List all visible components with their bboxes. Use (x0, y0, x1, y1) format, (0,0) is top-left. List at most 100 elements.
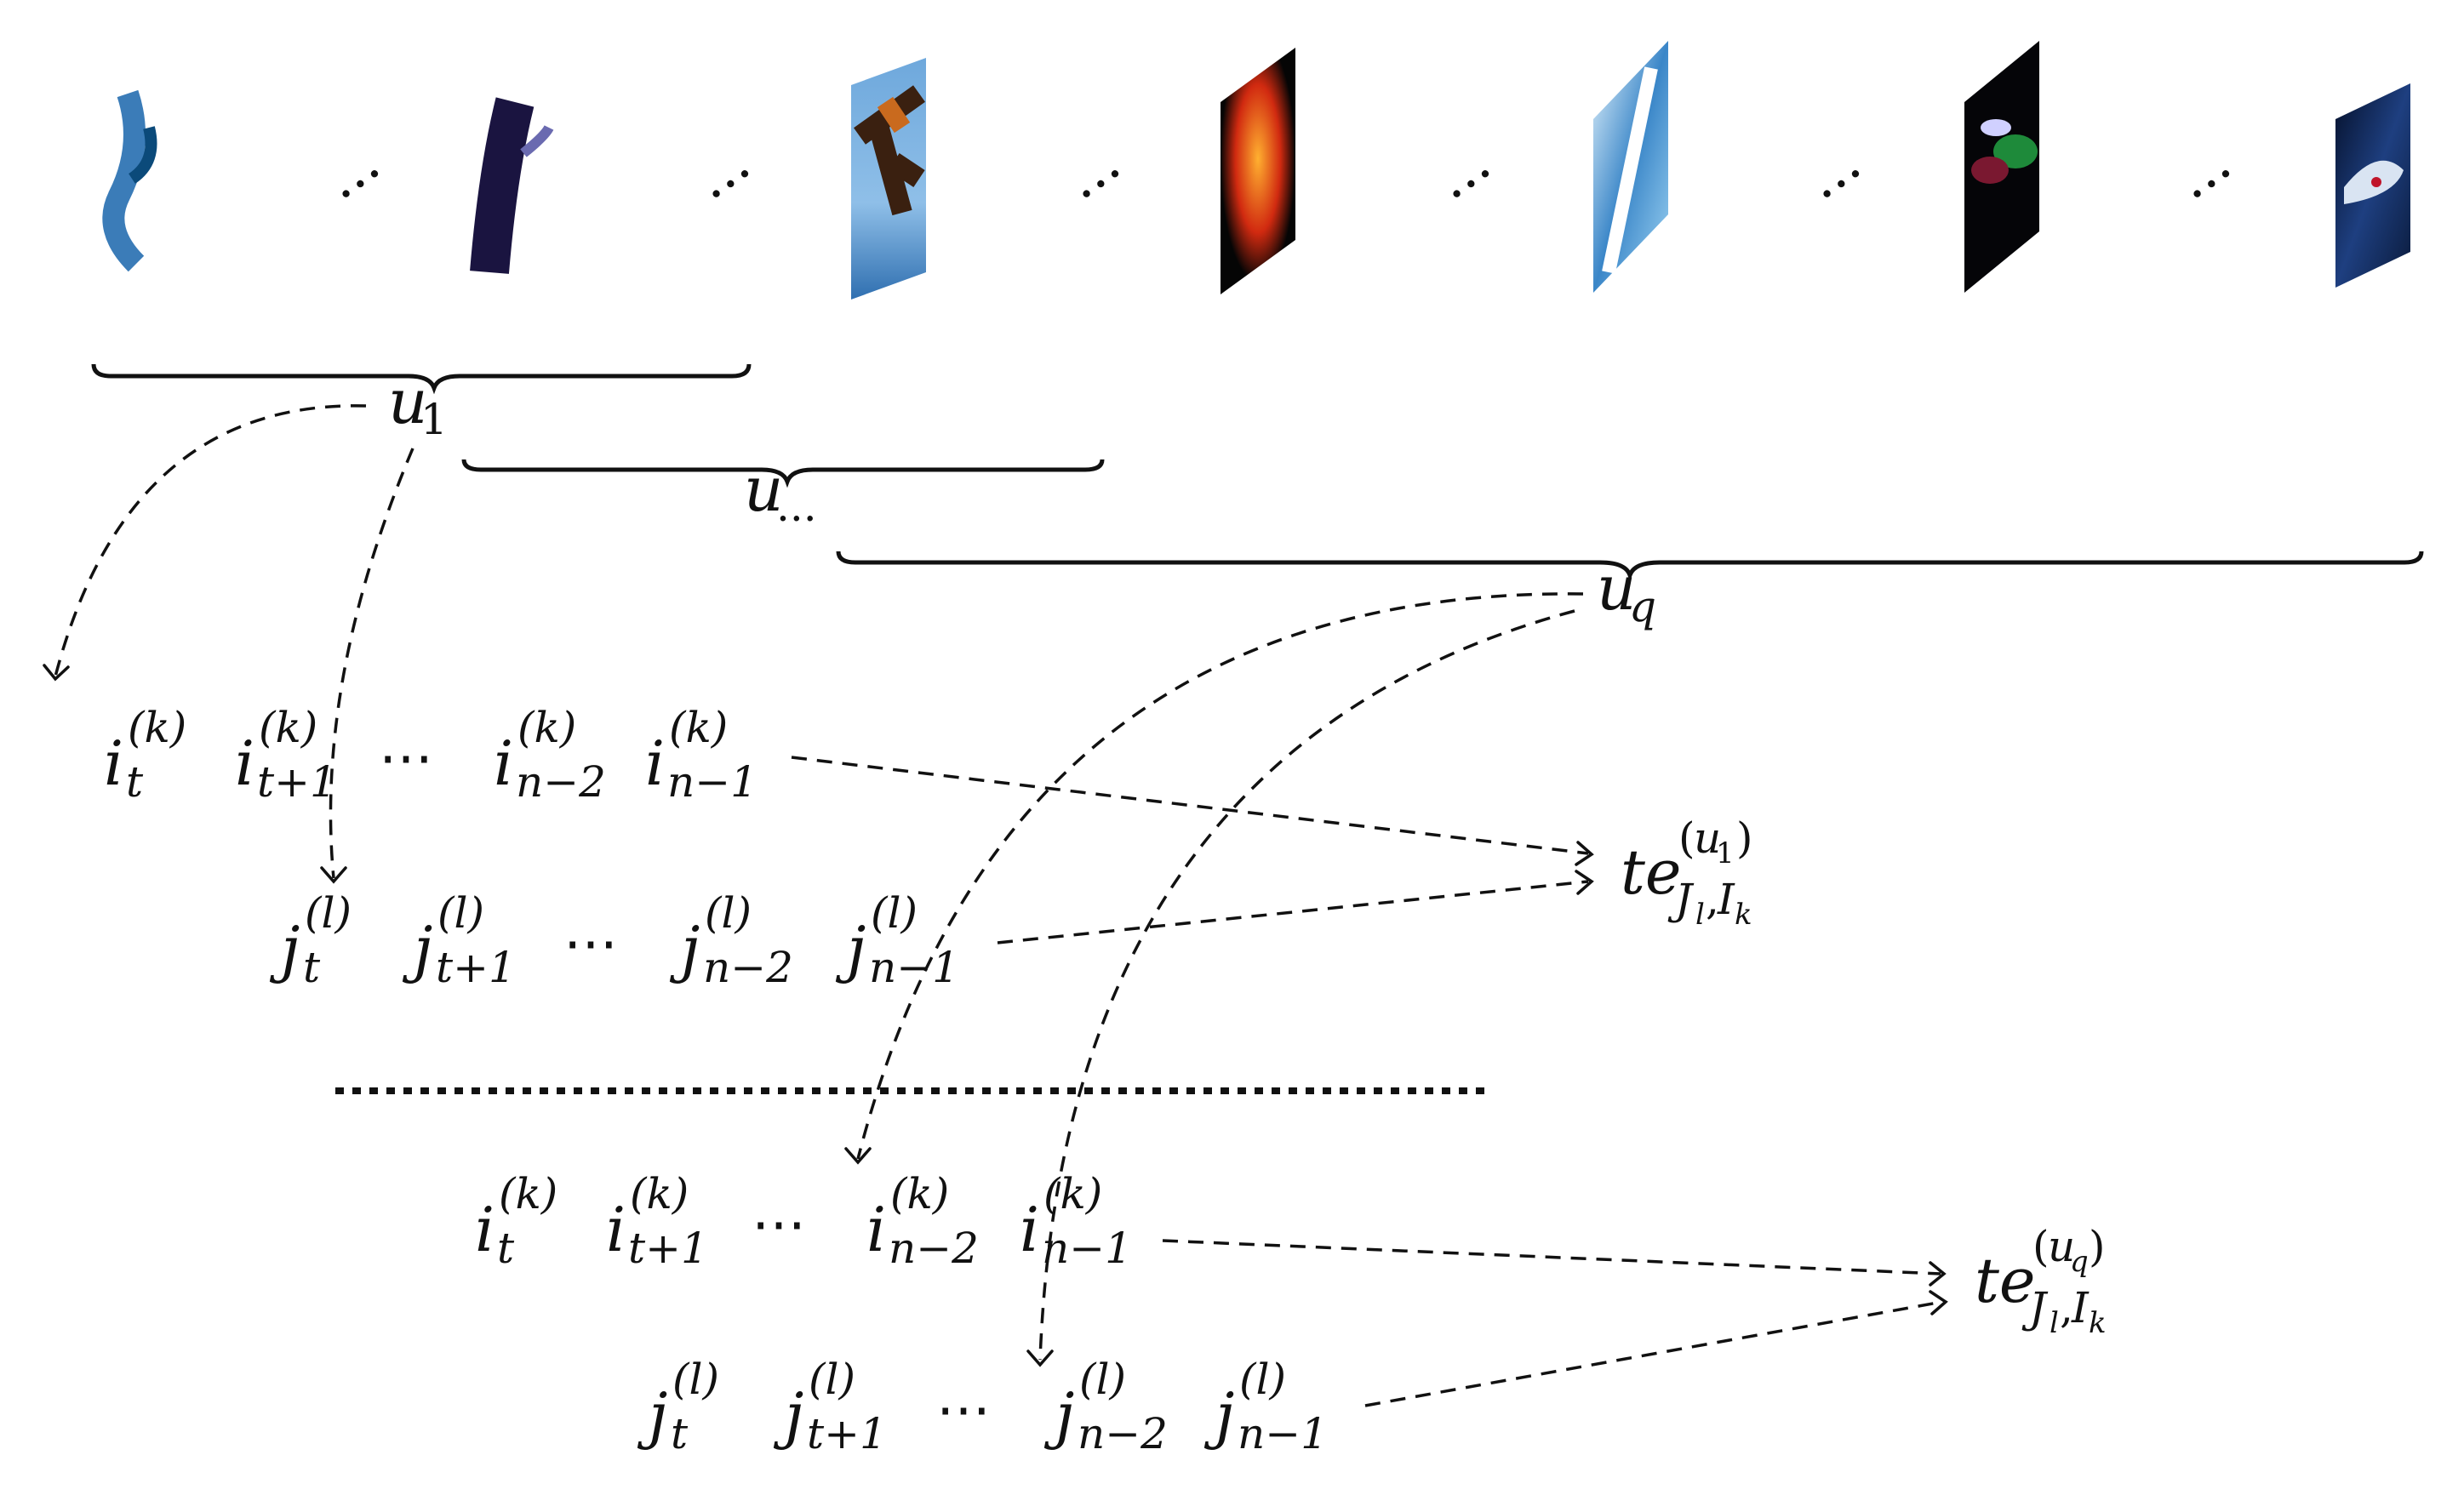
term-letter: i (494, 728, 513, 799)
term-subscript: t+1 (628, 1224, 708, 1273)
svg-text:): ) (1736, 813, 1753, 863)
svg-text:1: 1 (1716, 836, 1735, 870)
sequence-ellipsis: ⋯ (936, 1378, 991, 1441)
arrow-i1-to-te1 (791, 756, 1589, 855)
arrow-uq-to-i-n2 (856, 592, 1584, 1160)
arrow-j1-to-te1-head (1575, 870, 1594, 895)
term-j-3: j(l) n−2 (669, 888, 793, 992)
term-i-3: i(k)n−2 (494, 703, 606, 807)
term-letter: j (402, 913, 432, 984)
term-superscript: (k) (499, 1169, 557, 1218)
frame-ellipsis-5: ... (1793, 131, 1872, 213)
term-superscript: (l) (1079, 1355, 1126, 1404)
svg-text:I: I (1717, 875, 1735, 924)
term-superscript: (l) (871, 888, 918, 938)
term-letter: i (645, 728, 665, 799)
term-letter: j (269, 913, 300, 984)
arrow-uq-to-j-n2-head (1026, 1349, 1054, 1367)
frame-7-image (2335, 83, 2410, 288)
svg-text:u: u (388, 366, 427, 437)
svg-text:u: u (2048, 1222, 2075, 1271)
term-j-4: j(l)n−1 (835, 888, 959, 992)
term-subscript: n−1 (1238, 1409, 1328, 1458)
term-subscript: t+1 (436, 943, 516, 992)
term-j-1: j(l)t (269, 888, 352, 992)
term-letter: j (637, 1379, 667, 1451)
svg-text:k: k (2089, 1306, 2107, 1340)
svg-text:I: I (2071, 1283, 2090, 1332)
arrow-u1-to-jt (329, 448, 414, 879)
term-letter: i (866, 1194, 886, 1265)
term-superscript: (l) (672, 1355, 719, 1404)
label-uq: u q (1597, 552, 1656, 631)
svg-text:u: u (1597, 552, 1636, 624)
svg-text:): ) (2089, 1222, 2106, 1271)
term-subscript: n−2 (703, 943, 793, 992)
frame-2-image (470, 83, 554, 293)
arrow-j2-to-te2 (1364, 1300, 1943, 1407)
term-subscript: t (671, 1409, 689, 1458)
term-subscript: n−2 (1078, 1409, 1168, 1458)
arrow-uq-to-j-n2 (1038, 609, 1575, 1361)
sequence-ellipsis: ⋯ (752, 1193, 806, 1256)
term-subscript: n−1 (667, 757, 757, 807)
term-i-3: i(k) n−2 (866, 1169, 979, 1273)
term-i-1: i(k)t (104, 703, 186, 807)
term-letter: i (606, 1194, 626, 1265)
arrow-u1-to-left (54, 404, 367, 677)
svg-text:,: , (2060, 1283, 2073, 1332)
arrow-u1-to-jt-head (320, 866, 347, 884)
term-superscript: (l) (1239, 1355, 1286, 1404)
frame-ellipsis-3: ... (1053, 131, 1131, 213)
frame-1-image (102, 66, 177, 276)
term-superscript: (l) (705, 888, 752, 938)
frame-3-image (851, 58, 926, 300)
term-superscript: (k) (630, 1169, 689, 1218)
target-te-u1: te ( u 1 ) J l , I k (1621, 813, 1753, 932)
image-frames (102, 41, 2410, 300)
term-j-2: j(l)t+1 (773, 1355, 887, 1458)
svg-text:(: ( (2032, 1222, 2050, 1271)
sequence-ellipsis: ⋯ (379, 727, 433, 790)
term-letter: j (669, 913, 700, 984)
term-j-3: j(l) n−2 (1043, 1355, 1168, 1458)
frame-5-image (1593, 41, 1668, 293)
term-superscript: (k) (517, 703, 576, 752)
term-i-4: i(k)n−1 (1020, 1169, 1132, 1273)
term-letter: i (104, 728, 123, 799)
term-letter: j (1203, 1379, 1234, 1451)
svg-text:l: l (1695, 898, 1705, 932)
svg-text:l: l (2050, 1306, 2059, 1340)
term-letter: i (475, 1194, 495, 1265)
term-subscript: n−1 (869, 943, 959, 992)
term-subscript: t+1 (807, 1409, 887, 1458)
term-superscript: (k) (128, 703, 186, 752)
arrow-j2-to-te2-head (1929, 1290, 1948, 1315)
frame-6-image (1964, 41, 2039, 293)
term-superscript: (l) (437, 888, 484, 938)
frame-ellipsis-4: ... (1423, 131, 1501, 213)
term-j-4: j(l) n−1 (1203, 1355, 1328, 1458)
svg-text:...: ... (776, 482, 817, 531)
term-superscript: (k) (259, 703, 317, 752)
term-subscript: t+1 (257, 757, 337, 807)
svg-text:k: k (1735, 898, 1752, 932)
label-udots: u ... (744, 454, 817, 531)
term-letter: j (1043, 1379, 1074, 1451)
term-subscript: t (497, 1224, 515, 1273)
term-superscript: (k) (890, 1169, 949, 1218)
term-superscript: (k) (1043, 1169, 1102, 1218)
svg-text:u: u (1694, 813, 1721, 863)
arrow-i2-to-te2-head (1929, 1261, 1947, 1287)
arrow-i2-to-te2 (1162, 1239, 1941, 1275)
svg-text:q: q (1629, 582, 1656, 631)
arrows (43, 404, 1948, 1407)
frame-ellipsis-2: ... (683, 131, 761, 213)
frame-ellipsis-6: ... (2164, 131, 2242, 213)
svg-text:q: q (2070, 1245, 2089, 1279)
svg-text:u: u (744, 454, 783, 525)
term-subscript: n−2 (889, 1224, 979, 1273)
